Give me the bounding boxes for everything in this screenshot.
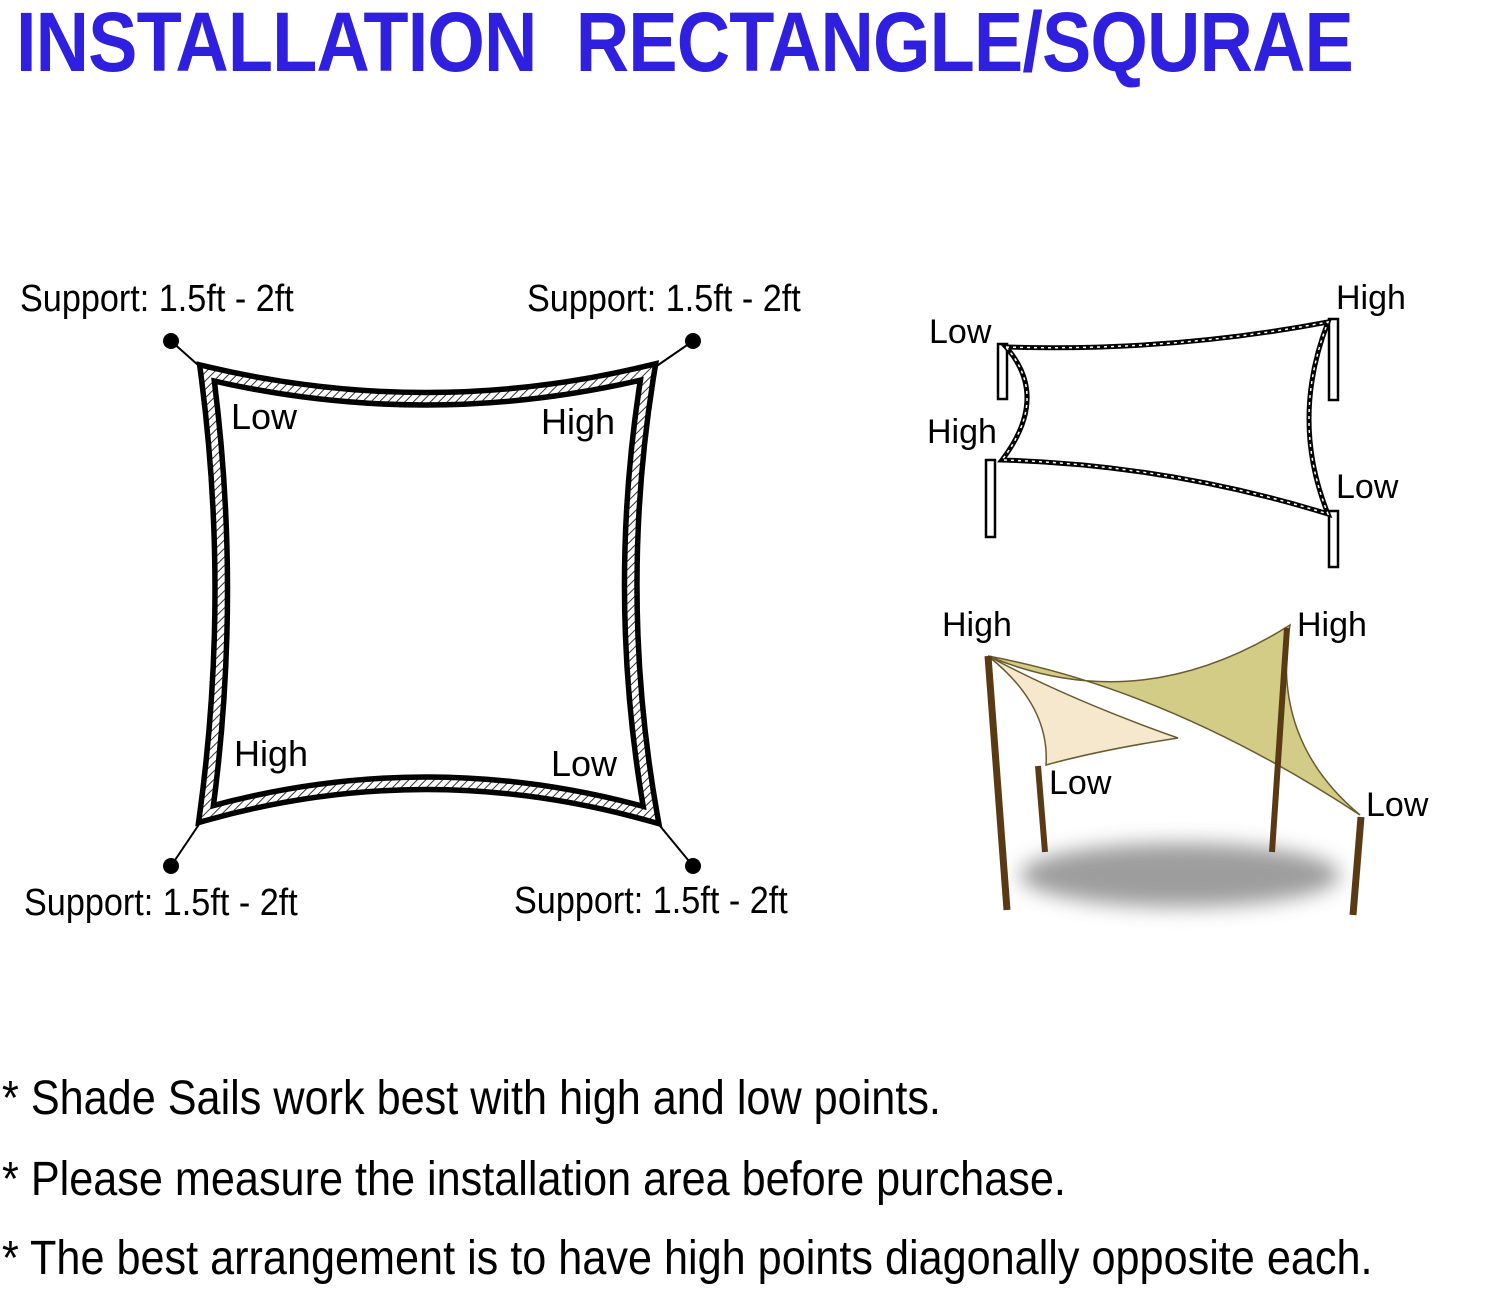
sail-label-middle: Low (1049, 764, 1112, 802)
support-label-bottom-left: Support: 1.5ft - 2ft (24, 882, 298, 924)
outline-label-right-bottom: Low (1336, 468, 1399, 506)
sail-label-left-top: High (942, 606, 1012, 644)
note-best-arrangement: * The best arrangement is to have high p… (2, 1232, 1373, 1285)
anchor-point-top-left (163, 333, 179, 349)
corner-label-bottom-left: High (234, 733, 309, 774)
sail-front-face (987, 623, 1361, 816)
support-label-bottom-right: Support: 1.5ft - 2ft (514, 880, 788, 922)
anchor-point-bottom-left (163, 858, 179, 874)
post-left-top (996, 342, 1009, 401)
sail-label-right-top: High (1297, 606, 1367, 644)
anchor-point-top-right (685, 333, 701, 349)
pole-left-front (984, 655, 1011, 911)
sail-back-face (987, 655, 1179, 767)
corner-label-top-left: Low (231, 396, 298, 437)
support-label-top-left: Support: 1.5ft - 2ft (20, 278, 294, 320)
sail-label-right-bottom: Low (1366, 786, 1429, 824)
post-right-top (1327, 317, 1340, 402)
pole-right-back (1269, 627, 1290, 853)
outline-label-right-top: High (1336, 279, 1406, 317)
pole-left-back (1035, 765, 1048, 853)
outline-label-left-bottom: High (927, 413, 997, 451)
corner-label-bottom-right: Low (551, 743, 618, 784)
post-right-bottom (1327, 509, 1340, 569)
support-label-top-right: Support: 1.5ft - 2ft (527, 278, 801, 320)
note-measure-area: * Please measure the installation area b… (2, 1153, 1066, 1206)
pole-right-front (1349, 816, 1365, 916)
page-title: INSTALLATION RECTANGLE/SQURAE (16, 0, 1354, 89)
note-high-low-points: * Shade Sails work best with high and lo… (2, 1072, 941, 1125)
anchor-point-bottom-right (685, 858, 701, 874)
ground-shadow (1020, 843, 1340, 907)
corner-label-top-right: High (541, 401, 616, 442)
post-left-bottom (984, 458, 997, 539)
outline-label-left-top: Low (929, 313, 992, 351)
